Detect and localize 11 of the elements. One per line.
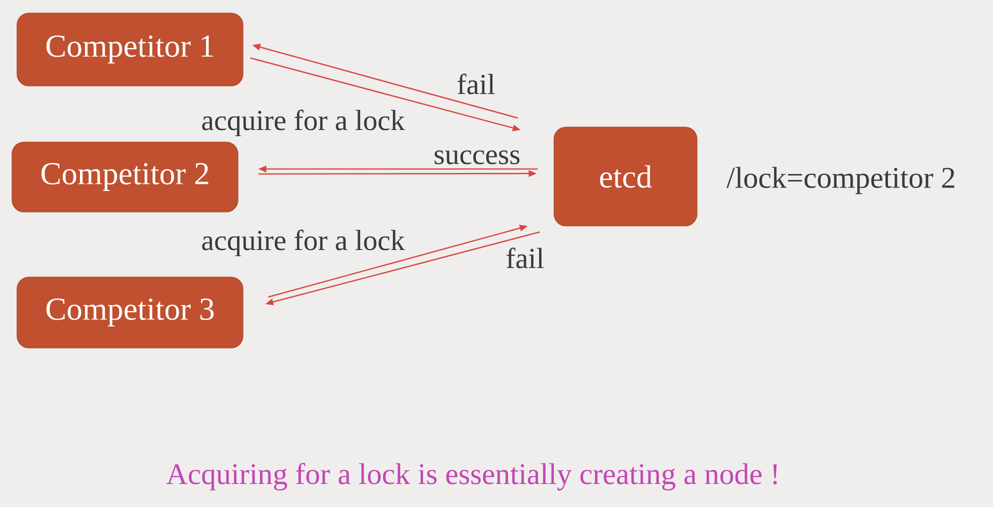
process-box: Competitor 1: [16, 12, 244, 86]
process-box: Competitor 2: [12, 142, 238, 212]
caption: Acquiring for a lock is essentially creating a node !: [166, 462, 777, 490]
process-box: Competitor 3: [16, 276, 244, 348]
edge-label: fail: [505, 247, 545, 269]
edge-label: success: [433, 150, 521, 165]
edge-label: fail: [456, 73, 496, 95]
edge-label: acquire for a lock: [200, 109, 406, 137]
edge-label: acquire for a lock: [200, 229, 406, 257]
node-annotation: /lock=competitor 2: [726, 166, 954, 194]
process-box: etcd: [554, 126, 698, 226]
